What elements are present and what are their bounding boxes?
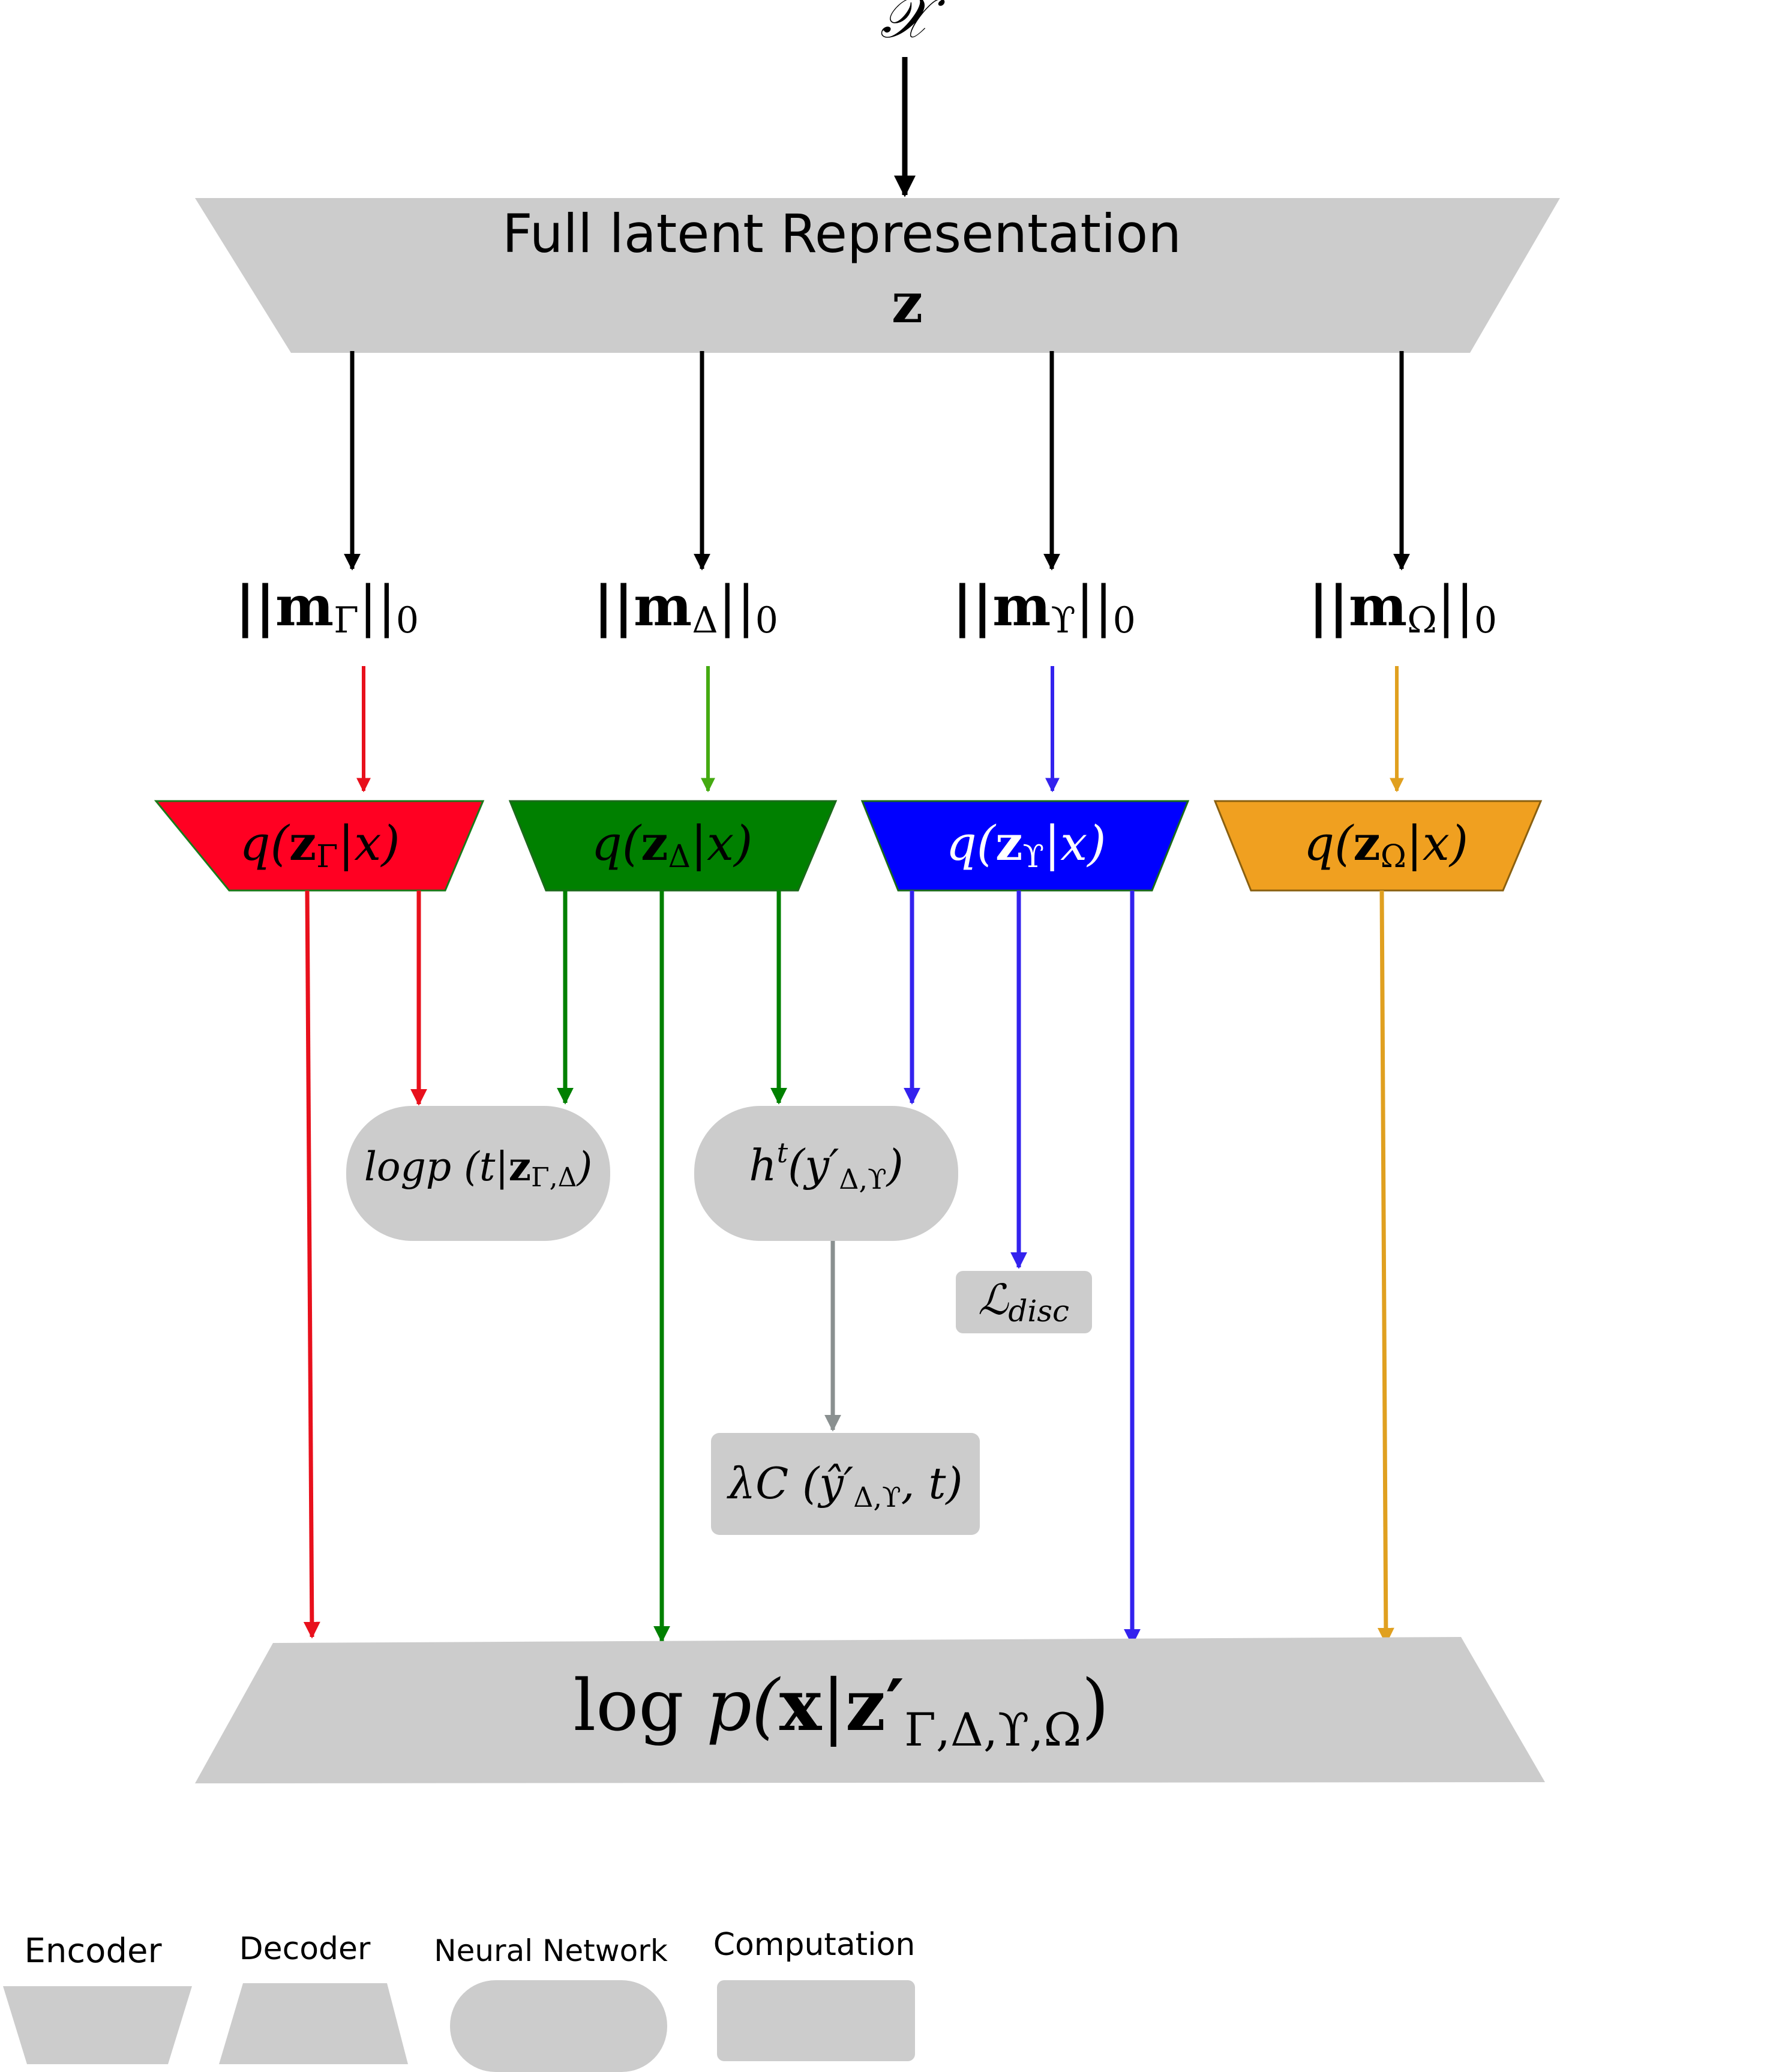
legend-neural-network-label: Neural Network xyxy=(434,1933,668,1968)
encoder-delta-shape xyxy=(508,800,838,892)
encoder-upsilon-label: q(zϒ|x) xyxy=(946,815,1106,875)
full-latent-title: Full latent Representation xyxy=(502,203,1181,265)
mask-norm-omega: ||mΩ||0 xyxy=(1309,574,1497,641)
encoder-delta-label: q(zΔ|x) xyxy=(592,815,753,875)
comp-ldisc-block xyxy=(956,1271,1092,1333)
arrow-omega-to-decoder xyxy=(1377,890,1394,1645)
nn-h-block xyxy=(694,1106,958,1241)
nn-logp-block xyxy=(346,1106,610,1241)
arrow-gamma-to-decoder xyxy=(303,890,320,1639)
input-label: 𝒳 xyxy=(880,0,946,51)
legend-decoder-shape xyxy=(219,1983,408,2064)
comp-ldisc-label: ℒdisc xyxy=(978,1275,1069,1329)
legend-encoder-shape xyxy=(3,1986,192,2064)
decoder-label: log p(x|z′Γ,Δ,ϒ,Ω) xyxy=(574,1663,1109,1756)
mask-norm-delta: ||mΔ||0 xyxy=(593,574,778,641)
nn-h-label: ht(y′Δ,ϒ) xyxy=(749,1137,904,1195)
encoder-omega-label: q(zΩ|x) xyxy=(1304,815,1468,875)
encoder-gamma-label: q(zΓ|x) xyxy=(239,815,400,875)
encoder-omega-shape xyxy=(1213,800,1543,892)
encoder-gamma-shape xyxy=(154,800,485,892)
comp-lambda-block xyxy=(711,1433,980,1535)
full-latent-encoder-shape xyxy=(195,198,1560,353)
legend-computation-shape xyxy=(717,1980,915,2061)
legend-computation-label: Computation xyxy=(713,1927,916,1963)
nn-logp-label: logp (t|zΓ,Δ) xyxy=(364,1143,592,1193)
encoder-upsilon-shape xyxy=(860,800,1190,892)
legend-encoder-label: Encoder xyxy=(25,1932,163,1971)
mask-norm-upsilon: ||mϒ||0 xyxy=(952,574,1136,641)
mask-norm-gamma: ||mΓ||0 xyxy=(235,574,419,641)
comp-lambda-label: λC (ŷ′Δ,ϒ, t) xyxy=(727,1458,963,1513)
decoder-shape xyxy=(195,1637,1545,1783)
legend-decoder-label: Decoder xyxy=(239,1931,371,1967)
legend-neural-network-shape xyxy=(450,1980,667,2072)
full-latent-symbol: z xyxy=(892,271,923,335)
